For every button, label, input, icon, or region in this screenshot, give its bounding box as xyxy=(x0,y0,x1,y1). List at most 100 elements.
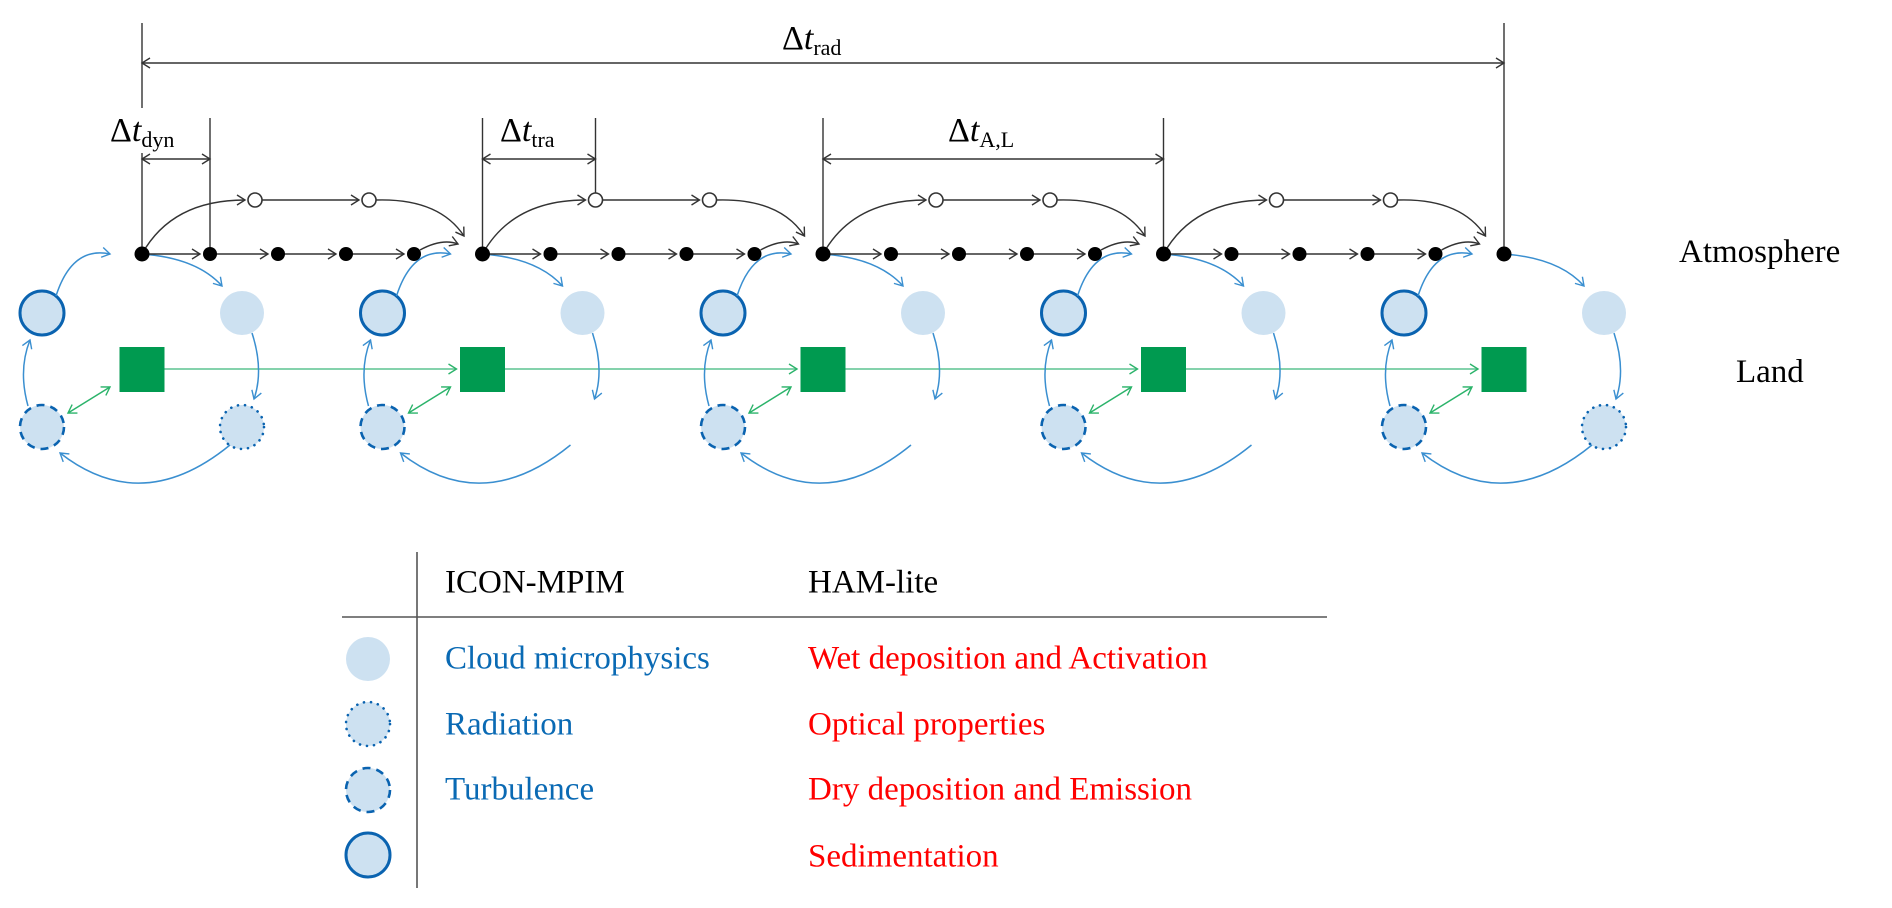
tracer-end-arrow xyxy=(1056,199,1146,238)
dashed-circle-turbulence xyxy=(359,403,406,451)
sedimentation-to-atmosphere-arrow xyxy=(1076,246,1133,297)
tracer-step-open-dot xyxy=(1042,192,1058,208)
subscript: A,L xyxy=(979,127,1015,152)
land-turbulence-exchange-arrow xyxy=(1088,386,1133,414)
legend-ham-dry-deposition: Dry deposition and Emission xyxy=(808,771,1193,808)
atmosphere-to-cloud-arrow xyxy=(1163,253,1245,287)
t-symbol: t xyxy=(521,112,532,149)
filled-circle-cloud-microphysics xyxy=(1582,291,1626,335)
land-model-square xyxy=(460,347,505,392)
cloud-to-radiation-arrow xyxy=(251,332,262,401)
dyn-substep-dot xyxy=(407,247,421,261)
sedimentation-to-atmosphere-arrow xyxy=(55,246,112,297)
dt-al-label: ΔtA,L xyxy=(948,114,1014,151)
land-turbulence-exchange-arrow xyxy=(1428,386,1474,414)
cloud-to-radiation-arrow xyxy=(1613,332,1624,401)
coupling-step-dot xyxy=(475,246,490,262)
dyn-substep-dot xyxy=(884,247,898,261)
dashed-circle-turbulence xyxy=(699,403,747,451)
dyn-substep-dot xyxy=(543,247,558,261)
outlined-circle-sedimentation xyxy=(18,289,66,337)
dyn-substep-dot xyxy=(1020,247,1034,261)
radiation-to-turbulence-arrow xyxy=(399,444,571,484)
dyn-substep-dot xyxy=(1224,247,1239,261)
land-turbulence-exchange-arrow xyxy=(407,386,452,414)
t-symbol: t xyxy=(803,20,814,57)
legend-icon-cloud: Cloud microphysics xyxy=(445,640,710,677)
tracer-start-arrow xyxy=(1162,194,1268,255)
timestep-brackets xyxy=(140,23,1506,254)
atmosphere-to-cloud-arrow xyxy=(1503,253,1585,287)
sedimentation-to-atmosphere-arrow xyxy=(1417,246,1474,297)
tracer-step-open-dot xyxy=(1268,192,1285,208)
dyn-substep-dot xyxy=(679,247,694,261)
tracer-step-open-dot xyxy=(247,192,263,208)
legend-header-ham: HAM-lite xyxy=(808,564,939,601)
t-symbol: t xyxy=(969,112,980,149)
tracer-end-arrow xyxy=(716,199,806,238)
t-symbol: t xyxy=(131,112,142,149)
land-layer xyxy=(119,347,1527,392)
dyn-substep-dot xyxy=(1292,247,1307,261)
delta-symbol: Δ xyxy=(782,20,804,57)
land-label: Land xyxy=(1736,354,1804,390)
atmosphere-label: Atmosphere xyxy=(1679,234,1841,270)
dyn-substep-dot xyxy=(339,247,353,261)
legend-icon-radiation: Radiation xyxy=(445,706,574,743)
atmosphere-to-cloud-arrow xyxy=(482,253,564,287)
outlined-circle-sedimentation xyxy=(359,289,406,337)
land-turbulence-exchange-arrow xyxy=(66,386,112,414)
dyn-substep-dot xyxy=(1360,247,1375,261)
dt-dyn-label: Δtdyn xyxy=(110,114,174,151)
tracer-step-open-dot xyxy=(928,192,944,208)
dyn-substep-dot xyxy=(952,247,966,261)
legend-ham-wet-deposition: Wet deposition and Activation xyxy=(808,640,1208,677)
dyn-substep-dot xyxy=(203,247,217,261)
coupling-step-dot xyxy=(1156,246,1171,262)
tracer-start-arrow xyxy=(141,194,247,255)
turbulence-to-sedimentation-arrow xyxy=(1043,338,1054,407)
dyn-to-coupling-arrow xyxy=(1441,236,1481,251)
legend-symbol-outlined-circle xyxy=(344,831,392,879)
legend-icon-turbulence: Turbulence xyxy=(445,771,595,808)
tracer-step-open-dot xyxy=(1382,192,1399,208)
filled-circle-cloud-microphysics xyxy=(220,291,264,335)
tracer-step-open-dot xyxy=(701,192,718,208)
outlined-circle-sedimentation xyxy=(1380,289,1428,337)
dyn-substep-dot xyxy=(1428,247,1443,261)
subscript: tra xyxy=(531,127,555,152)
tracer-start-arrow xyxy=(481,194,587,255)
tracer-start-arrow xyxy=(822,194,928,255)
tracer-end-arrow xyxy=(375,199,465,238)
dashed-circle-turbulence xyxy=(18,403,66,451)
radiation-to-turbulence-arrow xyxy=(739,444,912,484)
turbulence-to-sedimentation-arrow xyxy=(362,338,373,407)
legend-symbol-dotted-circle xyxy=(344,700,392,748)
turbulence-to-sedimentation-arrow xyxy=(1383,338,1395,407)
legend-graphics xyxy=(342,552,1327,888)
radiation-to-turbulence-arrow xyxy=(58,444,231,484)
cloud-to-radiation-arrow xyxy=(591,332,603,401)
coupling-step-dot xyxy=(1496,246,1512,262)
cloud-to-radiation-arrow xyxy=(932,332,943,401)
legend-ham-sedimentation: Sedimentation xyxy=(808,838,999,875)
delta-symbol: Δ xyxy=(948,112,970,149)
land-model-square xyxy=(1481,347,1527,392)
sedimentation-to-atmosphere-arrow xyxy=(395,246,452,297)
filled-circle-cloud-microphysics xyxy=(901,291,945,335)
legend-header-icon: ICON-MPIM xyxy=(445,564,625,601)
turbulence-to-sedimentation-arrow xyxy=(702,338,714,407)
coupling-step-dot xyxy=(815,246,831,262)
dyn-substep-dot xyxy=(611,247,626,261)
dotted-circle-radiation xyxy=(218,403,266,451)
tracer-end-arrow xyxy=(1397,199,1487,238)
tracer-step-open-dot xyxy=(587,192,604,208)
atmosphere-layer xyxy=(134,192,1512,262)
dyn-to-coupling-arrow xyxy=(1100,236,1141,251)
dashed-circle-turbulence xyxy=(1040,403,1087,451)
land-turbulence-exchange-arrow xyxy=(747,386,793,414)
dyn-substep-dot xyxy=(271,247,285,261)
dt-tra-label: Δttra xyxy=(500,114,555,151)
tracer-step-open-dot xyxy=(361,192,377,208)
